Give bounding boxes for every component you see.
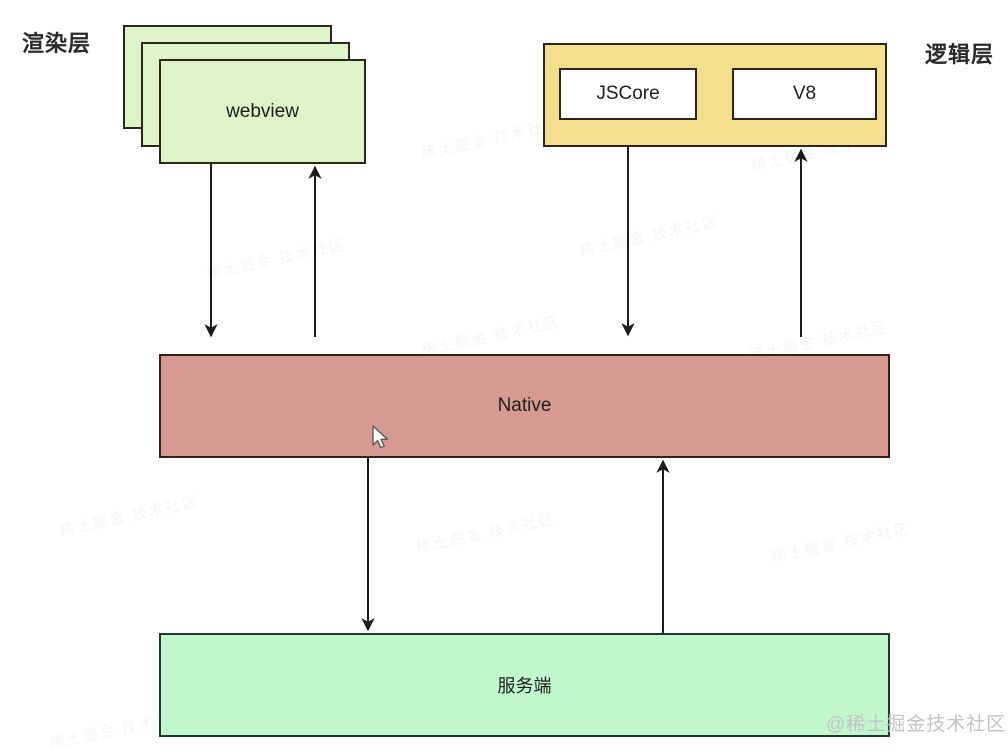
server-box: 服务端 [159,633,890,737]
watermark-tile: 稀土掘金 技术社区 [204,236,348,283]
v8-label: V8 [792,83,817,104]
render-layer-label: 渲染层 [22,31,92,56]
watermark-tile: 稀土掘金 技术社区 [414,510,558,557]
mouse-cursor-icon [372,425,389,449]
jscore-label: JSCore [596,83,660,104]
watermark-tile: 稀土掘金 技术社区 [769,520,913,567]
watermark-tile: 稀土掘金 技术社区 [57,493,201,540]
webview-box: webview [159,59,366,164]
native-box: Native [159,354,890,458]
server-label: 服务端 [497,676,552,696]
logic-layer-label: 逻辑层 [925,42,995,67]
v8-box: V8 [732,68,877,120]
community-watermark: @稀土掘金技术社区 [826,714,1007,735]
jscore-box: JSCore [559,68,697,120]
watermark-tile: 稀土掘金 技术社区 [419,116,563,163]
webview-label: webview [226,100,299,122]
watermark-tile: 稀土掘金 技术社区 [577,213,721,260]
native-label: Native [497,395,552,416]
